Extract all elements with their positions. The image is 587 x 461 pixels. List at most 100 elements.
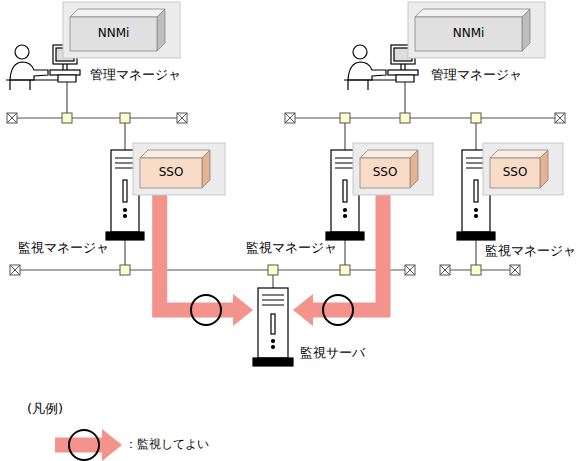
monitoring-arrow (293, 195, 383, 326)
terminator-symbol (405, 265, 415, 275)
junction-symbol (62, 113, 72, 123)
server-tower (124, 209, 127, 212)
terminator-symbol (440, 265, 450, 275)
operator-icon (63, 64, 67, 70)
server-bay (262, 295, 284, 305)
server-tower (253, 288, 293, 366)
junction-symbol (471, 265, 481, 275)
box-side-face (157, 9, 165, 51)
operator-icon (10, 62, 48, 80)
server-tower (335, 158, 355, 168)
server-tower (457, 232, 495, 240)
role-label: 監視マネージャ (485, 243, 576, 259)
terminator-symbol (285, 113, 295, 123)
terminator-symbol (510, 265, 520, 275)
software-box: NNMi (63, 2, 180, 58)
arrow-head (233, 294, 253, 326)
legend-arrow-sample (69, 430, 99, 460)
box-side-face (540, 150, 548, 188)
box-label: SSO (140, 158, 202, 188)
network-line (12, 117, 182, 118)
server-led (272, 340, 275, 343)
terminator-symbol (405, 265, 415, 275)
server-slot (271, 314, 275, 334)
network-line (12, 82, 560, 288)
operator-icon (15, 45, 29, 59)
box-background (353, 143, 433, 195)
terminator-symbol (440, 265, 450, 275)
box-label: SSO (490, 158, 540, 188)
operator-icon (396, 75, 414, 82)
network-illustration (6, 45, 565, 461)
box-side-face (202, 150, 210, 188)
server-tower (475, 209, 478, 212)
server-tower (344, 209, 347, 212)
terminator-symbol (7, 113, 17, 123)
role-label: 管理マネージャ (90, 67, 181, 83)
monitored-server: 監視サーバ (253, 288, 293, 366)
box-background (133, 143, 225, 195)
operator-icon (344, 45, 418, 90)
legend-arrow-sample (55, 438, 102, 453)
operator-icon (353, 45, 367, 59)
check-circle (191, 295, 221, 325)
box-top-face (415, 9, 530, 17)
box-side-face (410, 150, 418, 188)
box-background (63, 2, 180, 58)
box-front-face (70, 17, 157, 51)
server-tower (326, 232, 364, 240)
arrow-body (160, 195, 233, 310)
server-tower (106, 232, 144, 240)
check-circle (323, 295, 353, 325)
software-box: NNMi (408, 2, 545, 58)
terminator-symbol (405, 265, 415, 275)
terminator-symbol (177, 113, 187, 123)
server-tower (475, 215, 478, 218)
terminator-symbol (10, 265, 20, 275)
agent-box: SSO (353, 143, 433, 195)
operator-icon (58, 75, 76, 82)
box-front-face (415, 17, 522, 51)
server-label: 監視サーバ (300, 344, 365, 362)
role-label: 監視マネージャ (18, 240, 109, 256)
box-top-face (360, 150, 418, 158)
box-label: NNMi (415, 17, 522, 51)
server-base (253, 358, 293, 366)
terminator-symbol (10, 265, 20, 275)
agent-box: SSO (133, 143, 225, 195)
box-label: SSO (360, 158, 410, 188)
terminator-symbol (510, 265, 520, 275)
terminator-symbol (7, 113, 17, 123)
box-front-face (490, 158, 540, 188)
terminator-symbol (177, 113, 187, 123)
box-label: NNMi (70, 17, 157, 51)
box-top-face (490, 150, 548, 158)
server-body (258, 288, 288, 358)
operator-icon (388, 70, 418, 75)
operator-icon (348, 62, 386, 80)
junction-symbol (400, 113, 410, 123)
server-tower (124, 215, 127, 218)
junction-symbol (340, 265, 350, 275)
legend-text: ：監視してよい (125, 437, 209, 451)
operator-icon (401, 64, 405, 70)
junction-symbol (120, 265, 130, 275)
server-outline (253, 288, 293, 366)
junction-symbol (471, 113, 481, 123)
server-tower (474, 180, 478, 202)
terminator-symbol (555, 113, 565, 123)
operator-icon (50, 70, 80, 75)
legend-arrow-sample (55, 429, 122, 461)
box-background (408, 2, 545, 58)
server-led (272, 346, 275, 349)
server-tower (115, 158, 135, 168)
box-background (483, 143, 563, 195)
server-tower (343, 180, 347, 202)
monitoring-arrow (160, 195, 253, 326)
junction-symbol (340, 113, 350, 123)
box-front-face (140, 158, 202, 188)
operator-icon (344, 80, 396, 90)
operator-icon (6, 80, 58, 90)
server-tower (344, 215, 347, 218)
